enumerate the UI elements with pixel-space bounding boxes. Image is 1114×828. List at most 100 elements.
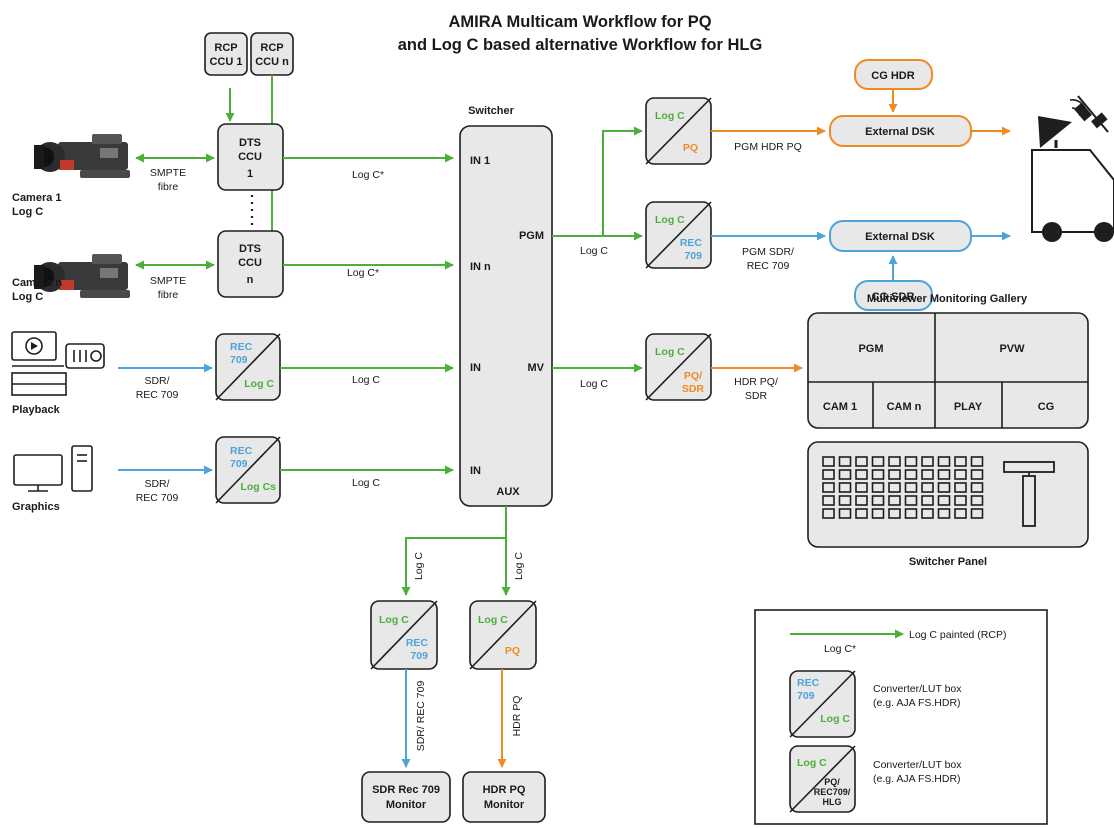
- panel-button: [954, 456, 967, 467]
- playback-label: Playback: [12, 404, 61, 416]
- graphics-rec709-label: REC 709: [136, 492, 179, 504]
- aux-rec709-converter-in: Log C: [379, 614, 409, 626]
- aux-logc-label-1: Log C: [413, 552, 425, 580]
- aux-logc-label-2: Log C: [513, 552, 525, 580]
- mv-converter-out-2: SDR: [682, 383, 705, 395]
- legend-converter-2-out-3: HLG: [823, 797, 842, 807]
- panel-button: [871, 495, 885, 506]
- panel-button: [871, 469, 885, 480]
- panel-button: [970, 482, 984, 493]
- pgm-pq-converter-in: Log C: [655, 110, 685, 122]
- switcher-title: Switcher: [468, 105, 515, 117]
- graphics-converter-in-1: REC: [230, 445, 253, 457]
- playback-converter-in-2: 709: [230, 354, 248, 366]
- title-line-2: and Log C based alternative Workflow for…: [398, 36, 763, 54]
- pgm-rec709-label: REC 709: [747, 260, 790, 272]
- graphics-logc-label: Log C: [352, 477, 380, 489]
- rcp-ccu-n-line-1: RCP: [260, 42, 283, 54]
- mv-cell-cg: CG: [1038, 401, 1055, 413]
- sdr-monitor-line-1: SDR Rec 709: [372, 784, 440, 796]
- mv-cell-cam-1: CAM 1: [823, 401, 857, 413]
- graphics-converter-out: Log Cs: [240, 481, 276, 493]
- multiviewer-title: Multiviewer Monitoring Gallery: [867, 293, 1028, 305]
- camera-1-label: Camera 1: [12, 192, 62, 204]
- graphics-sdr-label: SDR/: [144, 478, 169, 490]
- panel-button: [904, 482, 918, 493]
- switcher-panel-buttons: [822, 456, 984, 519]
- panel-button: [822, 508, 835, 519]
- panel-button: [855, 495, 868, 506]
- panel-button: [970, 469, 984, 480]
- panel-button: [921, 469, 934, 480]
- mixer-icon: [65, 343, 105, 369]
- playback-logc-label: Log C: [352, 374, 380, 386]
- rcp-ccu-1-line-1: RCP: [214, 42, 237, 54]
- pgm-logc-label: Log C: [580, 245, 608, 257]
- panel-button: [937, 469, 951, 480]
- camera-n-smpte-label: SMPTE: [150, 275, 186, 287]
- legend-converter-2-desc-2: (e.g. AJA FS.HDR): [873, 773, 961, 785]
- mv-converter-box: Log C PQ/ SDR: [645, 333, 712, 401]
- camera-n-label: Camera n: [12, 277, 62, 289]
- switcher-in-graphics: IN: [470, 465, 481, 477]
- dts-ccu-1-line-2: CCU: [238, 151, 262, 163]
- legend-converter-1-in-2: 709: [797, 690, 815, 702]
- ob-van-icon: [1031, 99, 1114, 242]
- panel-button: [937, 508, 951, 519]
- panel-button: [970, 495, 984, 506]
- switcher-box: [459, 125, 553, 507]
- playback-converter-in-1: REC: [230, 341, 253, 353]
- switcher-mv-out: MV: [528, 362, 545, 374]
- aux-rec709-converter-out-2: 709: [410, 650, 428, 662]
- panel-button: [937, 456, 951, 467]
- panel-button: [888, 482, 901, 493]
- panel-button: [822, 482, 835, 493]
- ccu-1-signal-label: Log C*: [352, 169, 384, 181]
- switcher-panel-box: [807, 441, 1089, 548]
- legend-converter-1-out: Log C: [820, 713, 850, 725]
- panel-button: [888, 469, 901, 480]
- graphics-converter-in-2: 709: [230, 458, 248, 470]
- graphics-icon: [13, 445, 93, 492]
- panel-button: [822, 495, 835, 506]
- panel-button: [855, 508, 868, 519]
- panel-button: [970, 456, 984, 467]
- panel-button: [838, 508, 852, 519]
- panel-button: [822, 456, 835, 467]
- rcp-ccu-1-line-2: CCU 1: [209, 56, 242, 68]
- playback-sdr-label: SDR/: [144, 375, 169, 387]
- pgm-rec709-converter-in: Log C: [655, 214, 685, 226]
- aux-rec709-converter-box: Log C REC 709: [370, 600, 438, 670]
- mv-converter-out-1: PQ/: [684, 370, 702, 382]
- rcp-ccu-n-line-2: CCU n: [255, 56, 289, 68]
- panel-button: [838, 495, 852, 506]
- switcher-aux-out: AUX: [496, 486, 520, 498]
- playback-icon: [11, 331, 67, 396]
- panel-button: [954, 469, 967, 480]
- switcher-in-1: IN 1: [470, 155, 490, 167]
- graphics-converter-box: REC 709 Log Cs: [215, 436, 281, 504]
- sdr-rec709-signal-label: SDR/ REC 709: [415, 681, 427, 752]
- mv-cell-pgm: PGM: [858, 343, 883, 355]
- mv-sdr-label: SDR: [745, 390, 768, 402]
- playback-converter-out: Log C: [244, 378, 274, 390]
- playback-converter-box: REC 709 Log C: [215, 333, 281, 401]
- rcp-ccu-n-box: [250, 32, 294, 76]
- mv-cell-cam-n: CAM n: [887, 401, 922, 413]
- panel-button: [871, 482, 885, 493]
- panel-button: [838, 456, 852, 467]
- panel-button: [888, 508, 901, 519]
- legend-logc-painted-label: Log C painted (RCP): [909, 629, 1006, 641]
- dts-ccu-1-line-3: 1: [247, 168, 253, 180]
- panel-button: [838, 482, 852, 493]
- camera-n-icon: [34, 254, 130, 298]
- external-dsk-sdr-label: External DSK: [865, 231, 935, 243]
- aux-pq-converter-out: PQ: [505, 645, 520, 657]
- legend-converter-1-desc-1: Converter/LUT box: [873, 683, 962, 695]
- panel-button: [871, 508, 885, 519]
- rcp-ccu-1-box: [204, 32, 248, 76]
- switcher-in-playback: IN: [470, 362, 481, 374]
- hdr-monitor-line-1: HDR PQ: [483, 784, 526, 796]
- mv-cell-pvw: PVW: [999, 343, 1025, 355]
- dts-ccu-n-line-1: DTS: [239, 243, 261, 255]
